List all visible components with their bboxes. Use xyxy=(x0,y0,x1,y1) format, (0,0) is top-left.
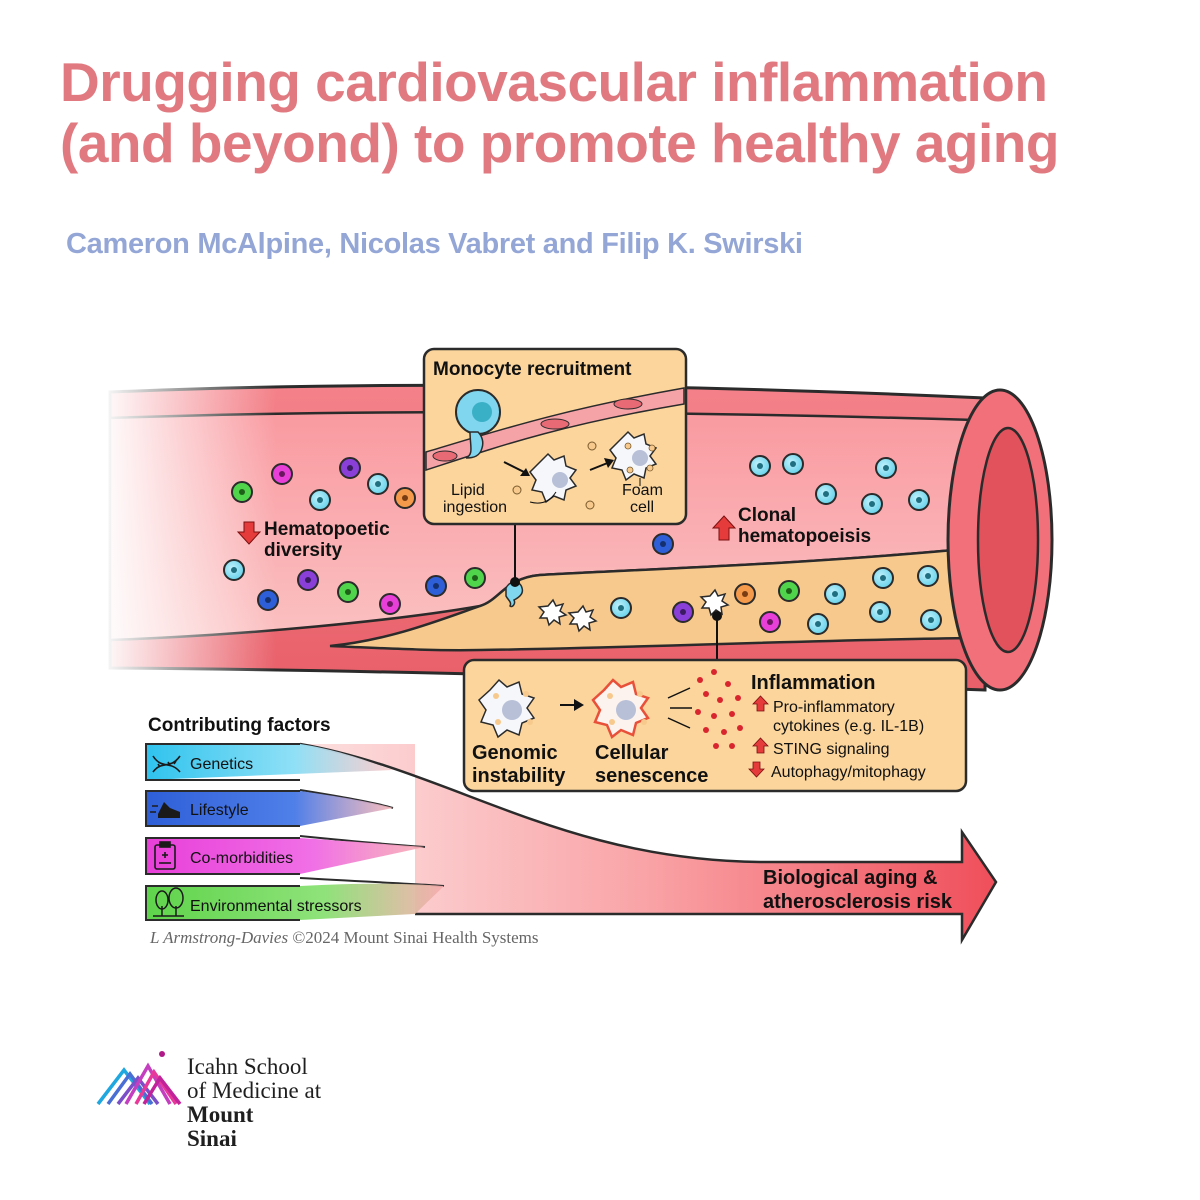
logo-line-1: Icahn School xyxy=(187,1054,308,1079)
foam-cells-plaque xyxy=(537,588,730,633)
factor-comorbidities-label: Co-morbidities xyxy=(190,850,293,867)
mount-sinai-logo-icon xyxy=(96,1051,182,1106)
genomic-instability-cell-icon xyxy=(478,678,536,739)
genomic-label-2: instability xyxy=(472,765,566,787)
factor-environmental-label: Environmental stressors xyxy=(190,898,362,915)
foam-label-2: cell xyxy=(630,499,654,516)
vessel-opening-inner xyxy=(976,426,1040,654)
lipid-label-2: ingestion xyxy=(443,499,507,516)
shoe-icon xyxy=(150,802,180,818)
credit-line: L Armstrong-Davies ©2024 Mount Sinai Hea… xyxy=(150,928,539,948)
page-title: Drugging cardiovascular inflammation (an… xyxy=(60,52,1160,174)
factor-environmental: Environmental stressors xyxy=(145,883,444,921)
logo-line-3: Mount xyxy=(187,1102,254,1127)
cellular-label-2: senescence xyxy=(595,765,708,787)
aging-risk-arrow xyxy=(300,744,996,940)
foam-label-1: Foam xyxy=(622,482,663,499)
svg-text:Hematopoetic: Hematopoetic xyxy=(264,519,390,540)
svg-text:Clonal: Clonal xyxy=(738,505,796,526)
up-arrow-icon xyxy=(711,515,737,541)
contributing-heading: Contributing factors xyxy=(148,715,331,736)
genomic-label-1: Genomic xyxy=(472,742,558,764)
monocyte-recruitment-panel: Monocyte recruitment Lipid ingestion Foa… xyxy=(422,347,688,526)
inflammation-item-2: STING signaling xyxy=(773,741,890,758)
atherosclerosis-diagram: Monocyte recruitment Lipid ingestion Foa… xyxy=(100,347,1054,945)
credit-author: L Armstrong-Davies xyxy=(150,928,289,947)
svg-text:diversity: diversity xyxy=(264,540,343,561)
senescence-connector-dot xyxy=(712,611,722,621)
cellular-label-1: Cellular xyxy=(595,742,669,764)
senescent-cell-icon xyxy=(591,678,650,739)
arrow-label-2: atherosclerosis risk xyxy=(763,891,953,913)
cytokine-dots xyxy=(695,669,743,749)
factor-lifestyle: Lifestyle xyxy=(145,790,393,827)
school-logo-text: Icahn School of Medicine at Mount Sinai xyxy=(187,1055,321,1151)
title-line-2: (and beyond) to promote healthy aging xyxy=(60,112,1060,174)
inflammation-item-1-line-1: Pro-inflammatory xyxy=(773,699,895,716)
inflammation-heading: Inflammation xyxy=(751,672,875,694)
inflammation-item-1-line-2: cytokines (e.g. IL-1B) xyxy=(773,718,924,735)
monocyte-recruitment-heading: Monocyte recruitment xyxy=(433,359,632,380)
monocyte-connector-dot xyxy=(510,577,520,587)
credit-rest: ©2024 Mount Sinai Health Systems xyxy=(288,928,539,947)
logo-line-2: of Medicine at xyxy=(187,1078,322,1103)
tree-icon xyxy=(153,887,184,917)
blood-cells xyxy=(223,453,942,635)
up-arrow-icon xyxy=(752,737,769,754)
foam-cell-icon xyxy=(609,430,658,482)
up-arrow-icon xyxy=(752,695,769,712)
logo-line-4: Sinai xyxy=(187,1126,237,1151)
inflammation-item-3: Autophagy/mitophagy xyxy=(771,764,926,781)
title-line-1: Drugging cardiovascular inflammation xyxy=(60,51,1048,113)
lipid-label-1: Lipid xyxy=(451,482,485,499)
arrow-label-1: Biological aging & xyxy=(763,867,937,889)
down-arrow-icon xyxy=(236,521,262,545)
macrophage-icon xyxy=(529,452,578,504)
left-fade xyxy=(100,370,420,690)
factor-comorbidities: Co-morbidities xyxy=(145,837,425,875)
svg-text:hematopoeisis: hematopoeisis xyxy=(738,526,871,547)
authors: Cameron McAlpine, Nicolas Vabret and Fil… xyxy=(66,228,803,260)
factor-lifestyle-label: Lifestyle xyxy=(190,802,249,819)
factor-genetics-label: Genetics xyxy=(190,756,253,773)
down-arrow-icon xyxy=(748,761,765,778)
hematopoetic-diversity-label: Hematopoetic diversity xyxy=(236,519,390,561)
clipboard-icon xyxy=(154,841,176,870)
clonal-hematopoeisis-label: Clonal hematopoeisis xyxy=(711,505,871,547)
dna-icon xyxy=(152,755,181,773)
senescence-panel: Genomic instability Cellular senescence … xyxy=(462,658,968,793)
factor-genetics: Genetics xyxy=(145,743,393,781)
